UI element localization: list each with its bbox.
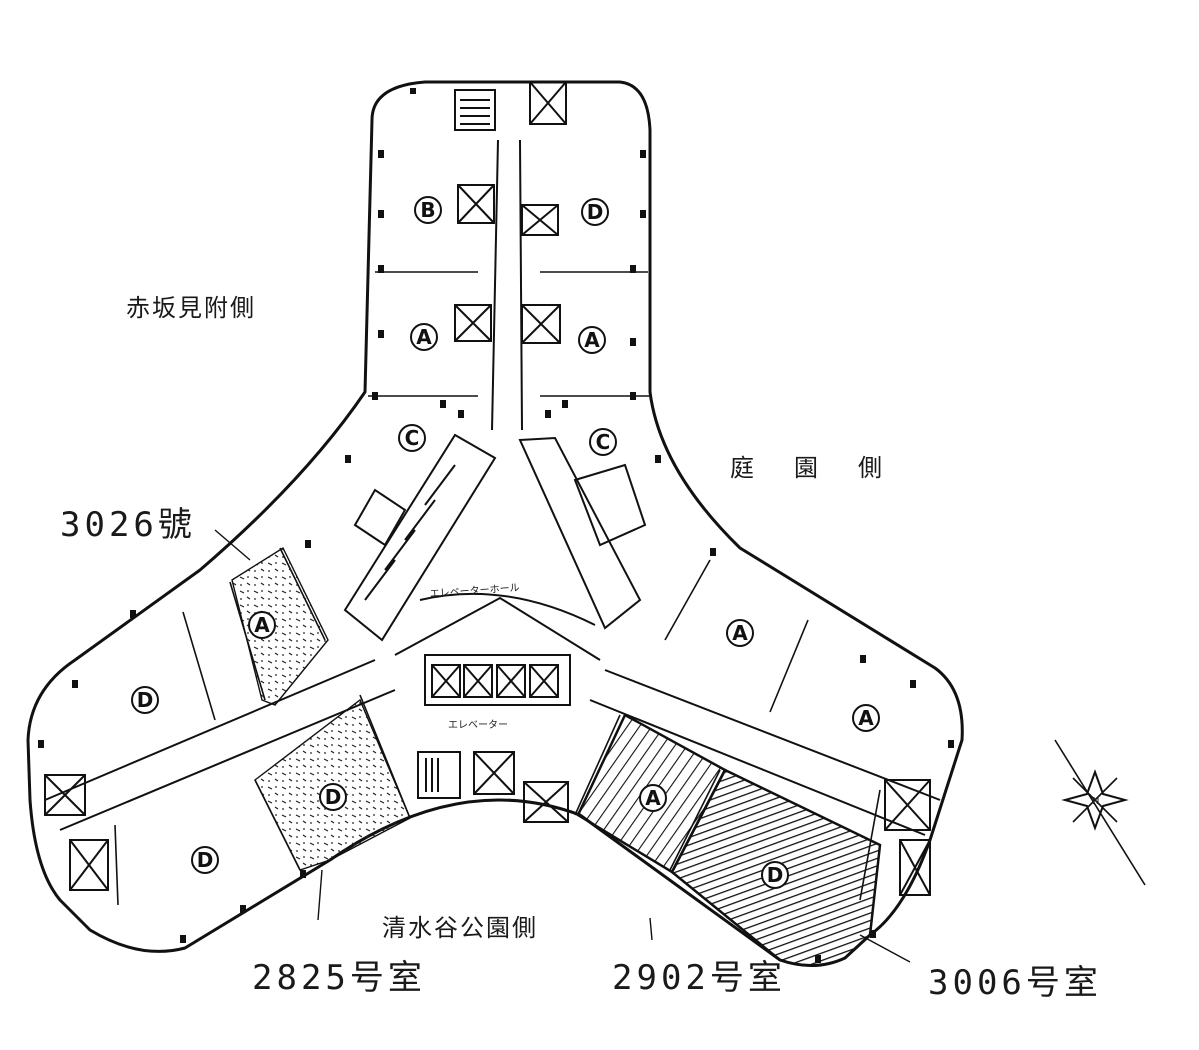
room-label-3026: 3026號	[60, 505, 196, 545]
compass-rose: N	[1054, 739, 1146, 886]
compass-north-label: N	[1092, 796, 1099, 807]
side-label-east: 庭園側	[730, 454, 922, 482]
unit-circle	[131, 686, 159, 714]
side-label-northwest: 赤坂見附側	[126, 294, 256, 322]
unit-circle	[410, 323, 438, 351]
room-label-3006: 3006号室	[928, 963, 1102, 1003]
unit-marker-a: A	[410, 323, 438, 351]
unit-circle	[639, 784, 667, 812]
leader-lines	[214, 529, 911, 963]
elevator-label-center: エレベーター	[448, 719, 508, 731]
unit-letter: B	[420, 198, 435, 222]
unit-circle	[581, 198, 609, 226]
unit-letter: A	[416, 325, 432, 349]
unit-letter: D	[587, 200, 604, 224]
unit-letter: C	[405, 426, 420, 450]
unit-marker-a: A	[726, 619, 754, 647]
unit-circle	[319, 783, 347, 811]
unit-marker-d: D	[319, 783, 347, 811]
unit-circle	[761, 861, 789, 889]
room-label-2825: 2825号室	[252, 958, 426, 998]
unit-marker-b: B	[414, 196, 442, 224]
unit-circle	[398, 424, 426, 452]
unit-circle	[191, 846, 219, 874]
unit-marker-a: A	[852, 704, 880, 732]
pillars	[38, 88, 954, 963]
unit-marker-c: C	[589, 428, 617, 456]
unit-letter: D	[767, 863, 784, 887]
unit-circle	[414, 196, 442, 224]
unit-marker-d: D	[191, 846, 219, 874]
unit-letter: A	[732, 621, 748, 645]
building-outline	[26, 80, 964, 968]
unit-circle	[852, 704, 880, 732]
unit-marker-a: A	[639, 784, 667, 812]
unit-letter: C	[596, 430, 611, 454]
corridor-walls	[44, 139, 941, 836]
unit-letter: D	[137, 688, 154, 712]
unit-marker-d: D	[761, 861, 789, 889]
unit-letter: D	[325, 785, 342, 809]
unit-letter: D	[197, 848, 214, 872]
side-label-south: 清水谷公園側	[382, 914, 538, 942]
unit-circle	[578, 326, 606, 354]
speckled-room-3026	[231, 546, 329, 706]
partitions-north	[368, 271, 650, 397]
unit-circle	[726, 619, 754, 647]
unit-circle	[248, 611, 276, 639]
unit-letter: A	[584, 328, 600, 352]
unit-markers: B D A A C C A D D A A D A D	[131, 196, 880, 889]
unit-letter: A	[858, 706, 874, 730]
unit-letter: A	[254, 613, 270, 637]
unit-marker-a: A	[248, 611, 276, 639]
unit-marker-c: C	[398, 424, 426, 452]
unit-marker-a: A	[578, 326, 606, 354]
unit-marker-d: D	[581, 198, 609, 226]
unit-circle	[589, 428, 617, 456]
unit-marker-d: D	[131, 686, 159, 714]
service-cores	[44, 81, 931, 896]
unit-letter: A	[645, 786, 661, 810]
room-label-2902: 2902号室	[612, 958, 786, 998]
